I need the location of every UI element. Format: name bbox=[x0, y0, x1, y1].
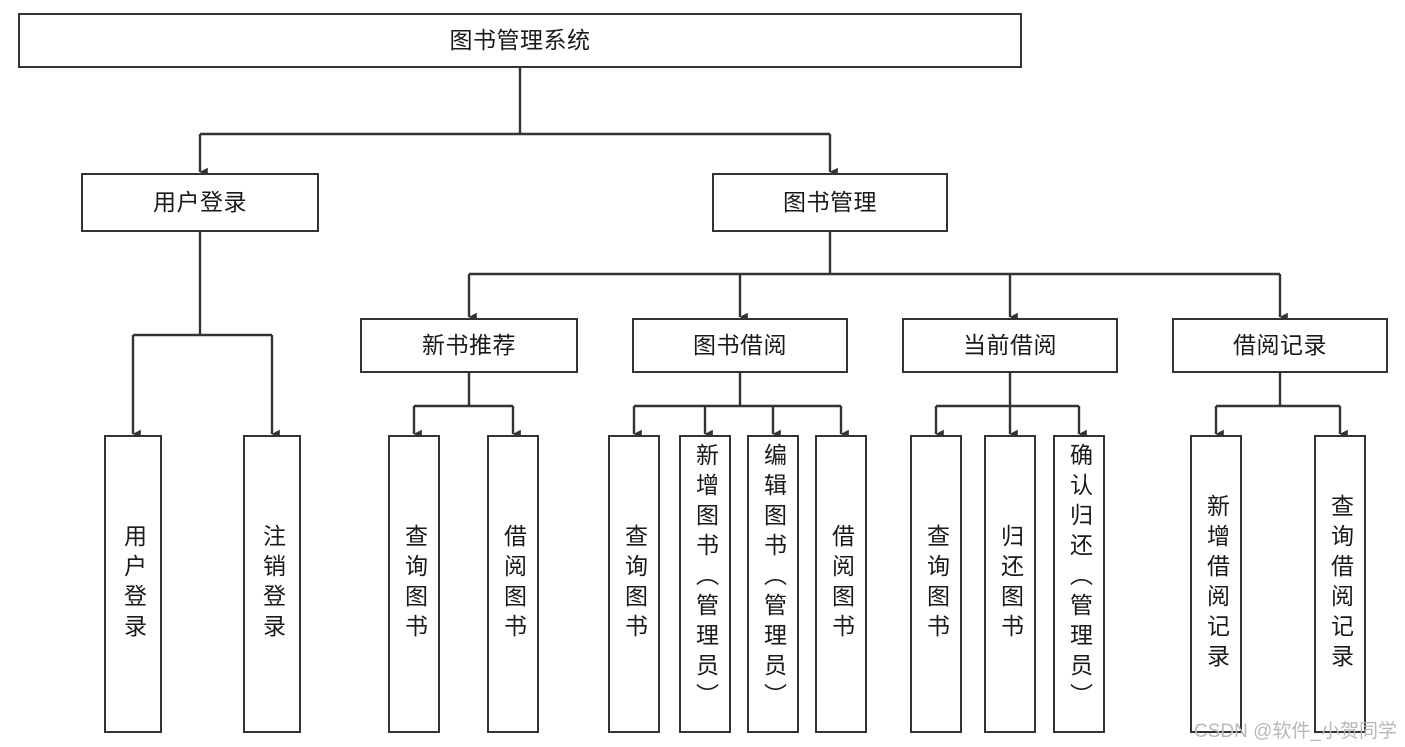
node-label-book_mgmt: 图书管理 bbox=[783, 188, 877, 215]
node-leaf_q2[interactable]: 查询图书 bbox=[608, 435, 660, 733]
node-leaf_b2[interactable]: 借阅图书 bbox=[815, 435, 867, 733]
node-label-leaf_b1: 借阅图书 bbox=[500, 524, 527, 644]
node-label-leaf_conf: 确认归还（管理员） bbox=[1066, 443, 1093, 713]
node-borrow[interactable]: 图书借阅 bbox=[632, 318, 848, 373]
node-label-leaf_edit: 编辑图书（管理员） bbox=[760, 443, 787, 713]
watermark-text: CSDN @软件_小贺同学 bbox=[1194, 721, 1397, 742]
node-leaf_q3[interactable]: 查询图书 bbox=[910, 435, 962, 733]
node-leaf_logout[interactable]: 注销登录 bbox=[243, 435, 301, 733]
node-label-leaf_q2: 查询图书 bbox=[621, 524, 648, 644]
node-label-leaf_qrec: 查询借阅记录 bbox=[1327, 494, 1354, 674]
node-label-leaf_q3: 查询图书 bbox=[923, 524, 950, 644]
node-label-new_rec: 新书推荐 bbox=[422, 331, 516, 358]
node-current[interactable]: 当前借阅 bbox=[902, 318, 1118, 373]
node-leaf_q1[interactable]: 查询图书 bbox=[388, 435, 440, 733]
node-label-leaf_ret: 归还图书 bbox=[997, 524, 1024, 644]
node-book_mgmt[interactable]: 图书管理 bbox=[712, 173, 948, 232]
node-root[interactable]: 图书管理系统 bbox=[18, 13, 1022, 68]
node-label-leaf_login: 用户登录 bbox=[120, 524, 147, 644]
node-records[interactable]: 借阅记录 bbox=[1172, 318, 1388, 373]
node-label-leaf_q1: 查询图书 bbox=[401, 524, 428, 644]
node-user_login[interactable]: 用户登录 bbox=[81, 173, 319, 232]
node-label-borrow: 图书借阅 bbox=[693, 331, 787, 358]
node-label-user_login: 用户登录 bbox=[153, 188, 247, 215]
node-label-leaf_b2: 借阅图书 bbox=[828, 524, 855, 644]
node-label-leaf_addrec: 新增借阅记录 bbox=[1203, 494, 1230, 674]
node-label-records: 借阅记录 bbox=[1233, 331, 1327, 358]
node-label-leaf_add: 新增图书（管理员） bbox=[692, 443, 719, 713]
node-label-leaf_logout: 注销登录 bbox=[259, 524, 286, 644]
node-leaf_addrec[interactable]: 新增借阅记录 bbox=[1190, 435, 1242, 733]
node-label-root: 图书管理系统 bbox=[449, 26, 591, 53]
node-leaf_ret[interactable]: 归还图书 bbox=[984, 435, 1036, 733]
node-leaf_qrec[interactable]: 查询借阅记录 bbox=[1314, 435, 1366, 733]
node-leaf_add[interactable]: 新增图书（管理员） bbox=[679, 435, 731, 733]
node-new_rec[interactable]: 新书推荐 bbox=[360, 318, 578, 373]
node-leaf_edit[interactable]: 编辑图书（管理员） bbox=[747, 435, 799, 733]
node-leaf_conf[interactable]: 确认归还（管理员） bbox=[1053, 435, 1105, 733]
node-label-current: 当前借阅 bbox=[963, 331, 1057, 358]
node-leaf_b1[interactable]: 借阅图书 bbox=[487, 435, 539, 733]
node-leaf_login[interactable]: 用户登录 bbox=[104, 435, 162, 733]
